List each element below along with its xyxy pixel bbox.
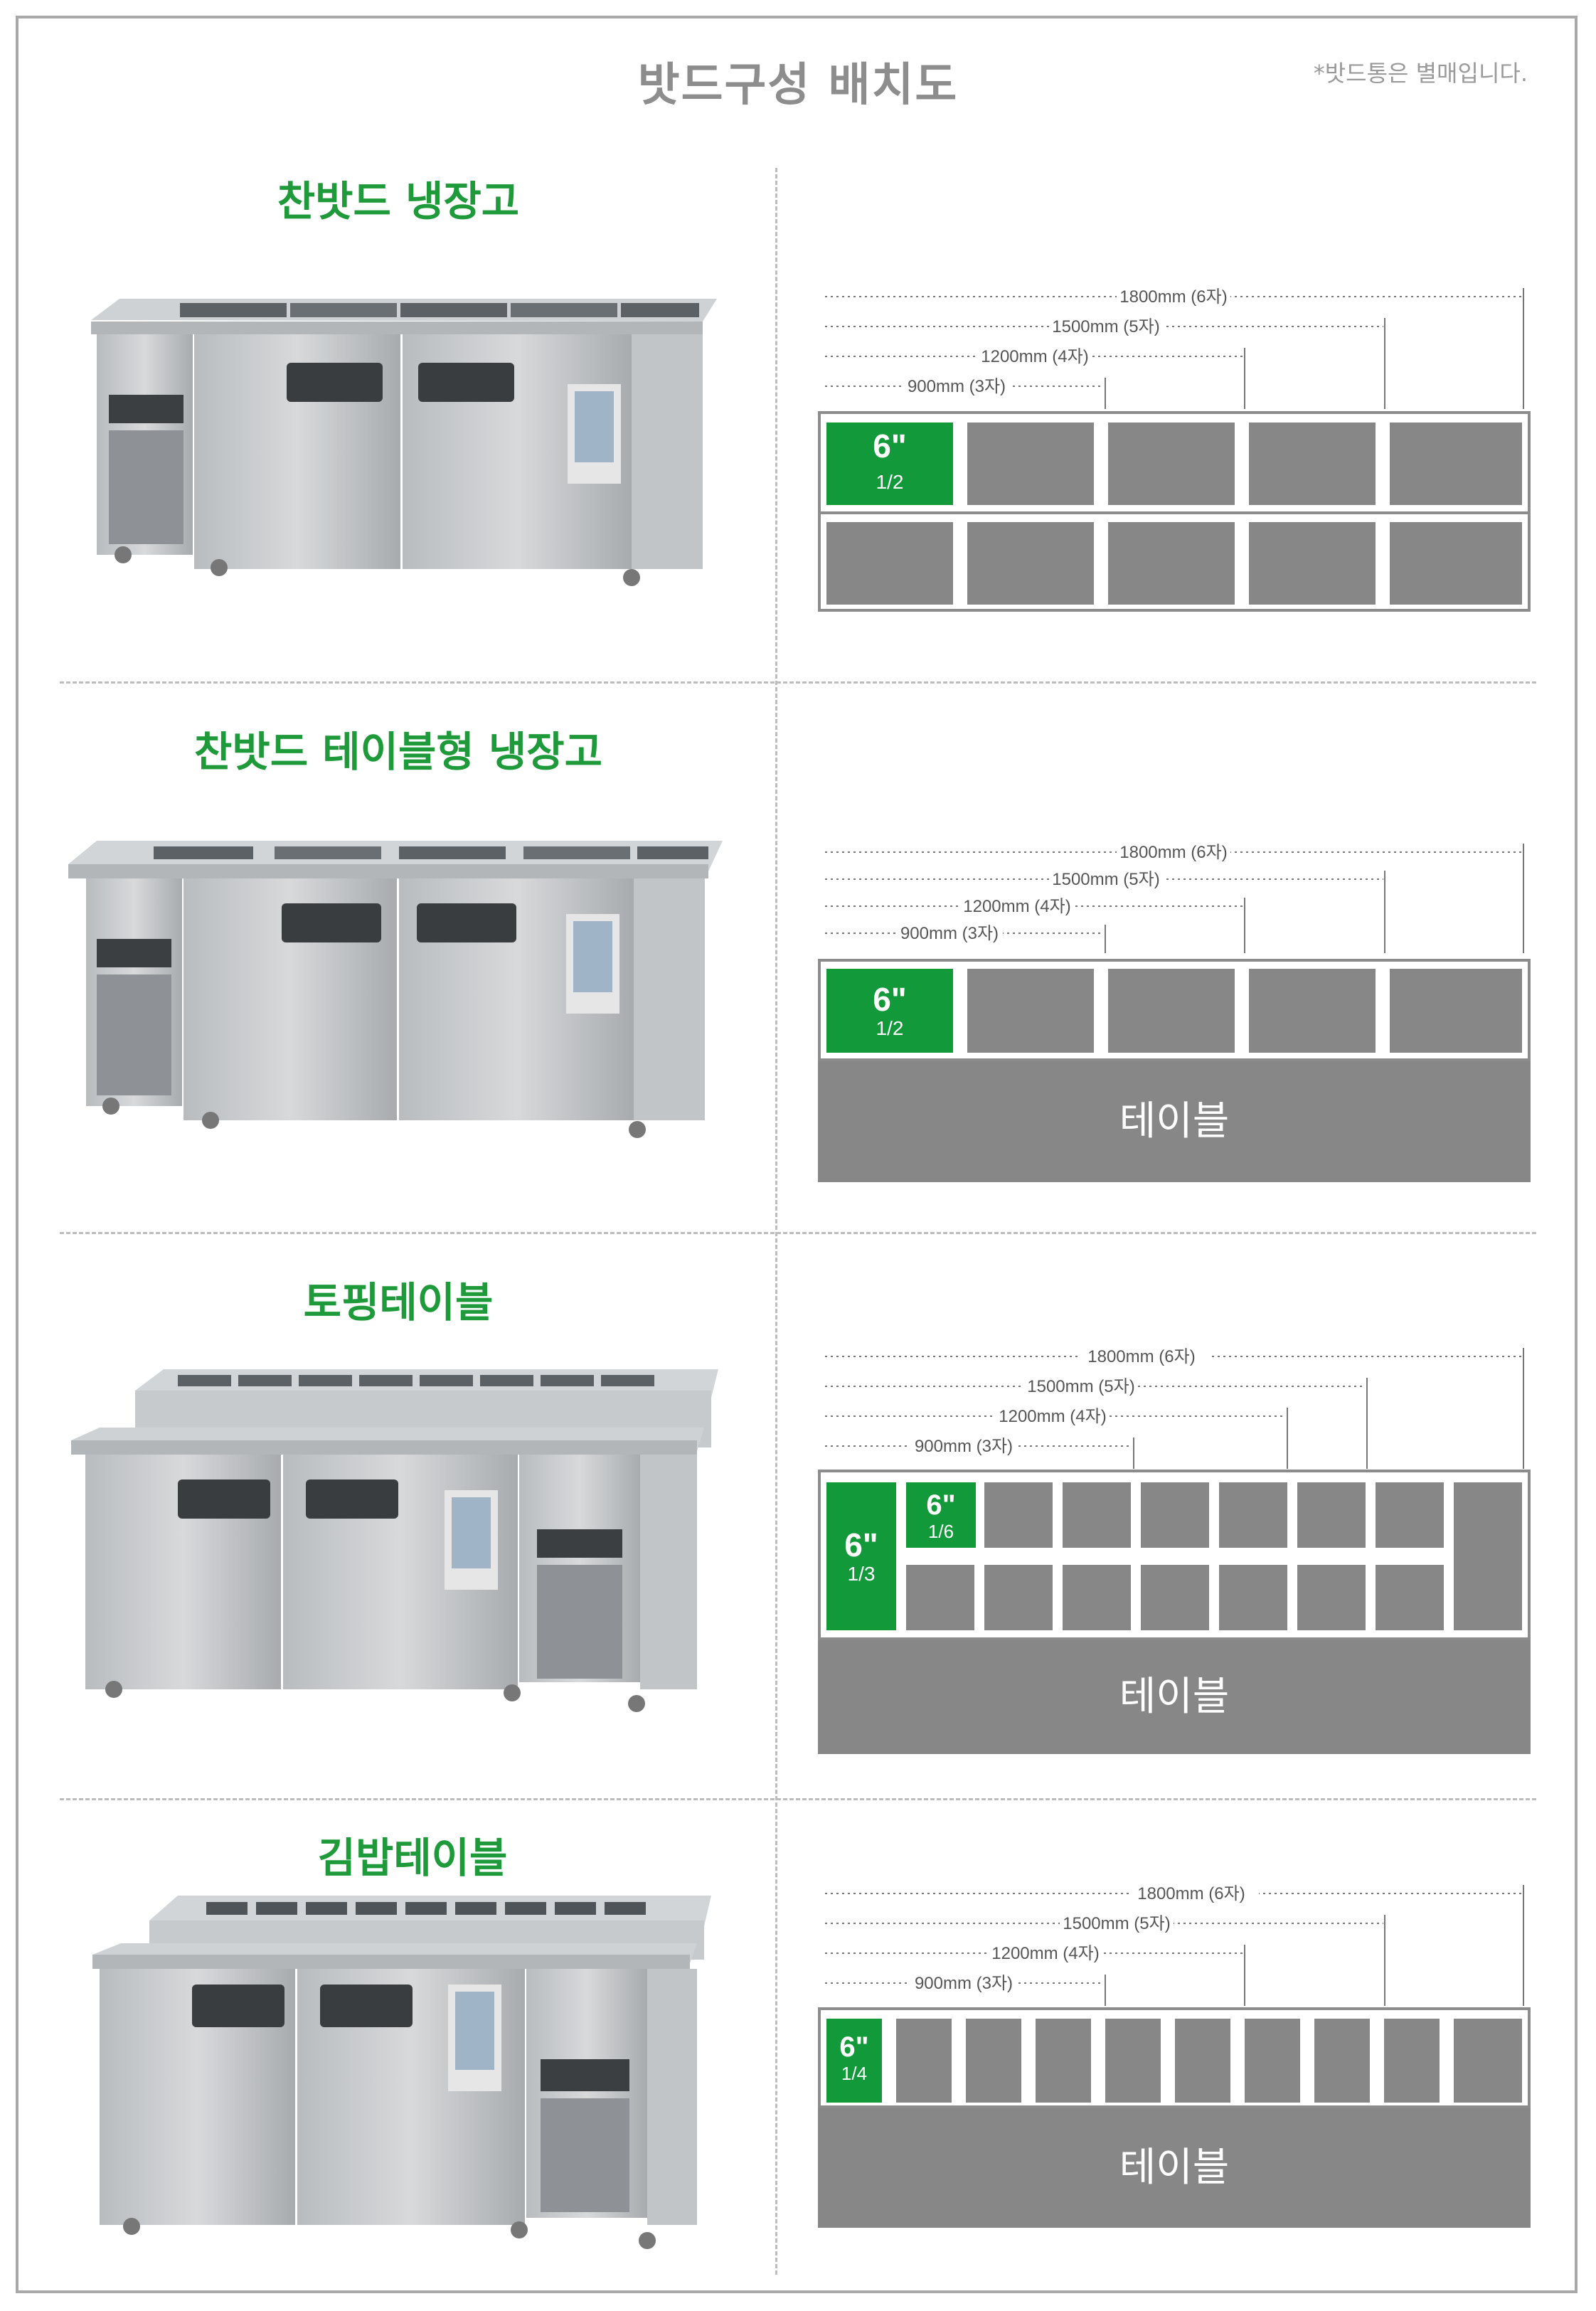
pan-cell xyxy=(1390,522,1522,605)
dimension-lines-4: 1800mm (6자) 1500mm (5자) 1200mm (4자) 900m… xyxy=(825,1884,1524,2006)
pan-cell xyxy=(966,2019,1021,2103)
dim-1500: 1500mm (5자) xyxy=(1052,870,1159,889)
pan-layout-3: 6" 1/3 6" 1/6 xyxy=(818,1470,1531,1640)
dim-1500: 1500mm (5자) xyxy=(1063,1914,1170,1933)
banchan-fridge-photo xyxy=(91,299,717,586)
pan-cell xyxy=(1249,522,1376,605)
section-divider-1 xyxy=(60,681,1536,684)
page-frame xyxy=(16,16,1578,2293)
pan-cell xyxy=(1454,2019,1522,2103)
dim-1200: 1200mm (4자) xyxy=(999,1407,1106,1426)
pan-cell xyxy=(1384,2019,1440,2103)
green-pan-cell: 6" 1/2 xyxy=(826,969,953,1053)
pan-layout-4: 6" 1/4 xyxy=(818,2007,1531,2108)
pan-cell-tall xyxy=(1454,1482,1522,1630)
pan-cell xyxy=(1063,1482,1131,1548)
pan-cell xyxy=(896,2019,952,2103)
purchase-note: *밧드통은 별매입니다. xyxy=(1313,60,1528,87)
dimension-lines-1: 1800mm (6자) 1500mm (5자) 1200mm (4자) 900m… xyxy=(825,287,1524,409)
dim-1200: 1200mm (4자) xyxy=(963,897,1070,916)
pan-cell xyxy=(826,522,953,605)
table-surface: 테이블 xyxy=(818,2108,1531,2228)
dimension-lines-2: 1800mm (6자) 1500mm (5자) 1200mm (4자) 900m… xyxy=(825,842,1524,953)
dim-1800: 1800mm (6자) xyxy=(1119,843,1227,862)
dimension-lines-3: 1800mm (6자) 1500mm (5자) 1200mm (4자) 900m… xyxy=(825,1346,1524,1469)
pan-cell xyxy=(1141,1565,1209,1630)
table-surface: 테이블 xyxy=(818,1640,1531,1754)
pan-cell xyxy=(1376,1565,1444,1630)
pan-layout-1: 6" 1/2 xyxy=(818,411,1531,612)
dim-1200: 1200mm (4자) xyxy=(991,1944,1099,1963)
pan-cell xyxy=(1036,2019,1091,2103)
pan-cell xyxy=(1376,1482,1444,1548)
dim-900: 900mm (3자) xyxy=(915,1437,1013,1456)
pan-cell xyxy=(1245,2019,1300,2103)
pan-cell xyxy=(1314,2019,1370,2103)
pan-cell xyxy=(1141,1482,1209,1548)
pan-cell xyxy=(906,1565,974,1630)
pan-cell xyxy=(1105,2019,1161,2103)
dim-900: 900mm (3자) xyxy=(908,377,1006,396)
dim-900: 900mm (3자) xyxy=(900,924,999,943)
section-title-banchan-table-fridge: 찬밧드 테이블형 냉장고 xyxy=(194,728,602,776)
green-pan-cell: 6" 1/2 xyxy=(826,423,953,505)
dim-1800: 1800mm (6자) xyxy=(1137,1884,1245,1903)
pan-cell xyxy=(1108,969,1235,1053)
pan-cell xyxy=(1175,2019,1230,2103)
dim-1500: 1500mm (5자) xyxy=(1027,1377,1134,1396)
topping-table-photo xyxy=(71,1369,718,1712)
pan-cell xyxy=(1390,423,1522,505)
page-title: 밧드구성 배치도 xyxy=(637,59,959,112)
section-title-banchan-fridge: 찬밧드 냉장고 xyxy=(277,177,520,225)
table-surface: 테이블 xyxy=(818,1061,1531,1182)
pan-cell xyxy=(1219,1565,1287,1630)
pan-cell xyxy=(1297,1565,1366,1630)
pan-cell xyxy=(1249,969,1376,1053)
section-divider-3 xyxy=(60,1798,1536,1800)
pan-cell xyxy=(1108,423,1235,505)
green-pan-cell-third: 6" 1/3 xyxy=(826,1482,896,1630)
dim-1500: 1500mm (5자) xyxy=(1052,317,1159,336)
dim-900: 900mm (3자) xyxy=(915,1974,1013,1993)
pan-cell xyxy=(1390,969,1522,1053)
green-pan-cell-quarter: 6" 1/4 xyxy=(826,2019,882,2103)
dim-1800: 1800mm (6자) xyxy=(1119,287,1227,307)
dim-1200: 1200mm (4자) xyxy=(981,347,1088,366)
section-title-gimbap-table: 김밥테이블 xyxy=(317,1834,508,1882)
pan-cell xyxy=(1219,1482,1287,1548)
green-pan-cell-sixth: 6" 1/6 xyxy=(906,1482,976,1548)
pan-layout-2: 6" 1/2 xyxy=(818,959,1531,1061)
pan-cell xyxy=(967,522,1094,605)
pan-cell xyxy=(1297,1482,1366,1548)
pan-cell xyxy=(1249,423,1376,505)
dim-1800: 1800mm (6자) xyxy=(1087,1347,1195,1366)
pan-cell xyxy=(984,1565,1053,1630)
pan-cell xyxy=(984,1482,1053,1548)
banchan-table-fridge-photo xyxy=(68,841,723,1138)
gimbap-table-photo xyxy=(92,1896,711,2249)
pan-cell xyxy=(1063,1565,1131,1630)
vertical-divider xyxy=(775,168,777,2275)
pan-cell xyxy=(1108,522,1235,605)
section-title-topping-table: 토핑테이블 xyxy=(303,1278,494,1327)
pan-cell xyxy=(967,423,1094,505)
section-divider-2 xyxy=(60,1232,1536,1234)
pan-cell xyxy=(967,969,1094,1053)
